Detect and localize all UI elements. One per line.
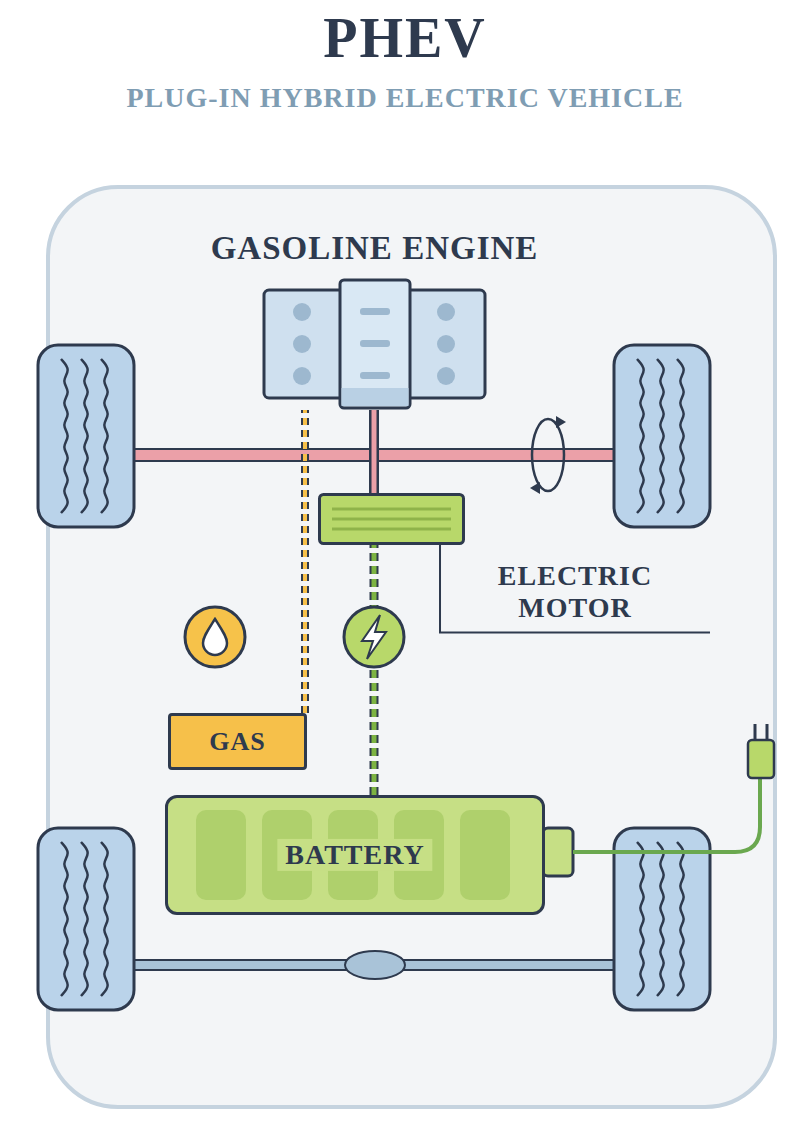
battery-box: BATTERY (165, 795, 545, 915)
motor-box-art (318, 493, 465, 545)
plug-prongs (755, 724, 767, 740)
engine-block-art-part (264, 290, 346, 398)
wheel-part (38, 345, 134, 527)
wheel-part (614, 345, 710, 527)
engine-block: GASOLINE ENGINE (262, 278, 487, 410)
fuel-icon (185, 607, 245, 667)
car-body (48, 187, 775, 1107)
box-label: GAS (171, 727, 304, 757)
leader-line (440, 545, 710, 632)
wheel (614, 828, 710, 1010)
drive-shaft (374, 410, 375, 493)
rotation-head (530, 482, 540, 494)
engine-block-art-part (403, 290, 485, 398)
fuel-circle (185, 607, 245, 667)
engine-block-art (262, 278, 487, 410)
plug-body (748, 740, 774, 778)
part-name: GASOLINE ENGINE (211, 230, 539, 268)
wheel-part (61, 842, 68, 996)
drop-symbol (203, 619, 227, 655)
fuel-line-outline (301, 410, 309, 713)
drive-shaft-core (372, 410, 377, 493)
battery-terminal (543, 828, 573, 876)
subtitle: PLUG-IN HYBRID ELECTRIC VEHICLE (125, 80, 685, 116)
wheel-part (81, 842, 88, 996)
wheel-part (81, 359, 88, 513)
engine-block-art-part (340, 280, 410, 408)
motor-box: ELECTRIC MOTOR (318, 493, 465, 545)
rotation-loop (532, 419, 564, 491)
rotation-arrow (530, 416, 566, 494)
battery-box-art-part (460, 810, 510, 900)
battery-box-art-part (196, 810, 246, 900)
engine-block-art-part (293, 367, 311, 385)
wheel (38, 345, 134, 527)
engine-block-art-part (437, 367, 455, 385)
wheel-part (637, 359, 644, 513)
differential (345, 951, 405, 979)
engine-block-art-part (360, 340, 390, 347)
wheel-part (677, 359, 684, 513)
title: PHEV (0, 10, 810, 66)
power-circle (344, 607, 404, 667)
bolt-symbol (362, 615, 386, 659)
engine-block-art-part (293, 335, 311, 353)
power-line-outline (370, 545, 379, 795)
motor-box-art-part (332, 508, 451, 511)
motor-box-art-part (320, 495, 464, 544)
wheel-part (101, 842, 108, 996)
fuel-tank-box: GAS (168, 713, 307, 770)
engine-block-art-part (342, 388, 409, 406)
engine-block-art-part (437, 335, 455, 353)
part-name: ELECTRIC MOTOR (450, 560, 700, 624)
charge-cord (573, 778, 760, 852)
engine-block-art-part (360, 372, 390, 379)
power-line-core (372, 545, 377, 795)
power-icon (344, 607, 404, 667)
engine-block-art-part (437, 303, 455, 321)
wheel-part (657, 842, 664, 996)
wheel (38, 828, 134, 1010)
motor-box-art-part (332, 528, 451, 531)
rotation-head (556, 416, 566, 428)
wheel-part (657, 359, 664, 513)
power-line (374, 545, 375, 795)
wheel-part (38, 828, 134, 1010)
box-label: BATTERY (277, 839, 432, 871)
wheel-part (637, 842, 644, 996)
motor-box-art-part (332, 518, 451, 521)
fuel-line (305, 410, 306, 713)
drive-shaft-outline (369, 410, 379, 493)
fuel-line-core (303, 410, 307, 713)
wheel-part (614, 828, 710, 1010)
engine-block-art-part (293, 303, 311, 321)
wheel-part (677, 842, 684, 996)
wheel (614, 345, 710, 527)
engine-block-art-part (360, 308, 390, 315)
wheel-part (61, 359, 68, 513)
wheel-part (101, 359, 108, 513)
